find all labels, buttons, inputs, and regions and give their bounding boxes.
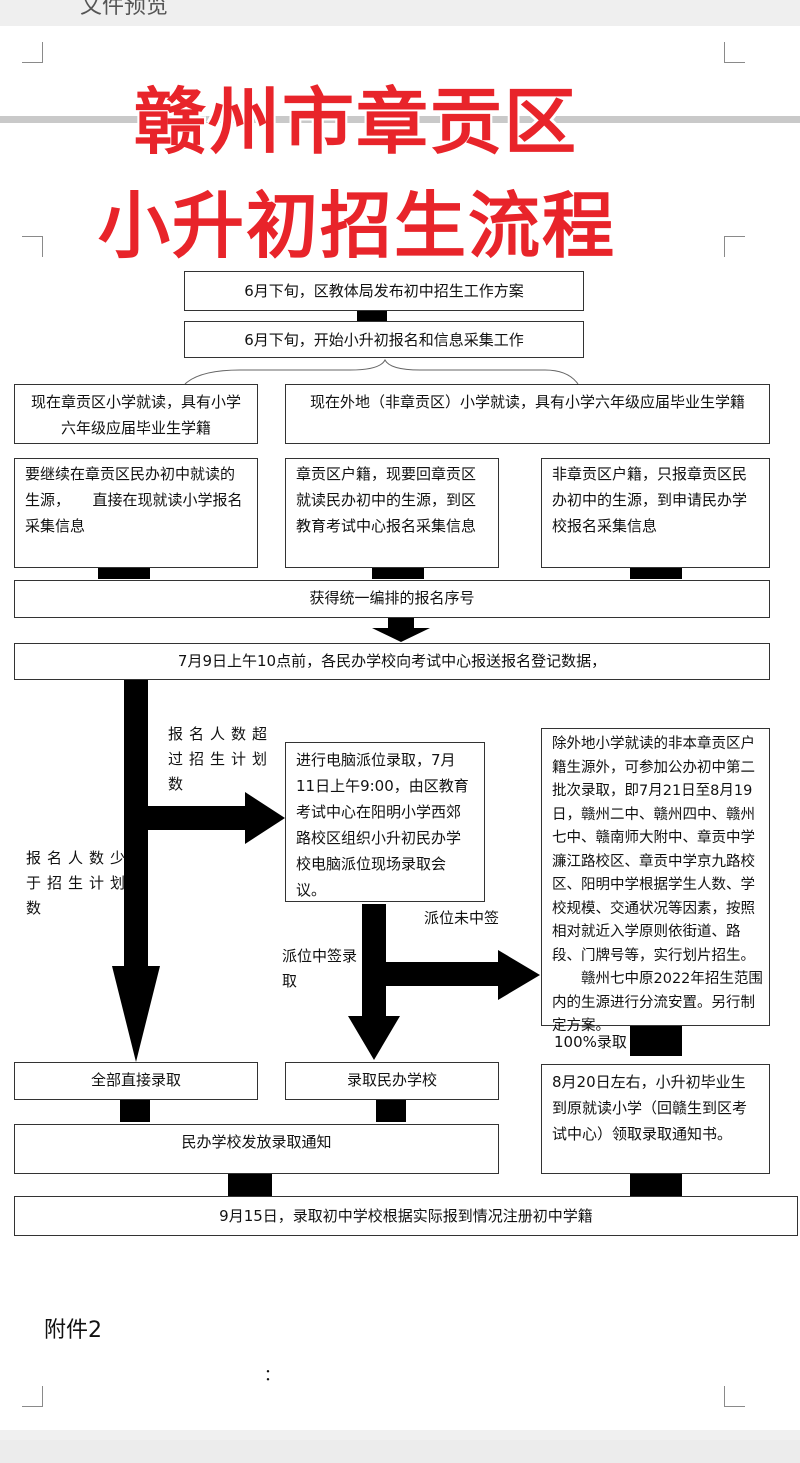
sub-b-box: 章贡区户籍，现要回章贡区就读民办初中的生源，到区教育考试中心报名采集信息 [285,458,499,568]
arrow-private-notice [376,1100,406,1122]
arrow-under-plan [112,680,160,1062]
branch-outside-box: 现在外地（非章贡区）小学就读，具有小学六年级应届毕业生学籍 [285,384,770,444]
corner-mark [724,42,745,63]
second-batch-box: 除外地小学就读的非本章贡区户籍生源外，可参加公办初中第二批次录取，即7月21日至… [541,728,770,1034]
arrow-c-serial [630,568,682,579]
arrow-all-notice [120,1100,150,1122]
admit-private-box: 录取民办学校 [285,1062,499,1100]
all-admit-box: 全部直接录取 [14,1062,258,1100]
bottom-bar [0,1440,800,1463]
notice-public-box: 8月20日左右，小升初毕业生到原就读小学（回赣生到区考试中心）领取录取通知书。 [541,1064,770,1174]
arrow-serial-report-head [372,628,430,642]
second-batch-note: 赣州七中原2022年招生范围内的生源进行分流安置。另行制定方案。 [552,971,763,1034]
label-full-admit: 100%录取 [554,1033,627,1051]
arrow-over-plan [148,792,285,844]
brace-connector [184,358,579,385]
arrow-step1-step2 [357,310,387,322]
stray-mark: ： [264,1365,281,1384]
sub-a-box: 要继续在章贡区民办初中就读的生源， 直接在现就读小学报名采集信息 [14,458,258,568]
page-divider [0,116,800,123]
report-box: 7月9日上午10点前，各民办学校向考试中心报送报名登记数据， [14,643,770,680]
arrow-win [348,904,400,1060]
label-lose: 派位未中签 [424,909,500,927]
label-over-plan: 报名人数超过招生计划数 [168,725,274,793]
serial-box: 获得统一编排的报名序号 [14,580,770,618]
arrow-b-serial [372,568,424,579]
corner-mark [724,1386,745,1407]
top-bar: 文件预览 [0,0,800,26]
corner-mark [22,236,43,257]
doc-title-line2: 小升初招生流程 [98,184,617,268]
lottery-box: 进行电脑派位录取，7月11日上午9:00，由区教育考试中心在阳明小学西郊路校区组… [285,742,485,902]
step2-box: 6月下旬，开始小升初报名和信息采集工作 [184,321,584,358]
label-under-plan: 报名人数少于招生计划数 [26,849,132,917]
notice-box: 民办学校发放录取通知 [14,1124,499,1174]
arrow-notice-final-left [228,1174,272,1196]
step1-box: 6月下旬，区教体局发布初中招生工作方案 [184,271,584,311]
second-batch-text: 除外地小学就读的非本章贡区户籍生源外，可参加公办初中第二批次录取，即7月21日至… [552,736,755,964]
final-box: 9月15日，录取初中学校根据实际报到情况注册初中学籍 [14,1196,798,1236]
arrow-second-full [630,1026,682,1056]
label-win: 派位中签录取 [282,947,358,990]
arrow-serial-report-stem [388,618,414,628]
corner-mark [22,42,43,63]
arrow-lose [386,950,540,1000]
arrow-notice-final-right [630,1174,682,1196]
corner-mark [22,1386,43,1407]
branch-local-box: 现在章贡区小学就读，具有小学六年级应届毕业生学籍 [14,384,258,444]
corner-mark [724,236,745,257]
sub-c-box: 非章贡区户籍，只报章贡区民办初中的生源，到申请民办学校报名采集信息 [541,458,770,568]
app-title: 文件预览 [80,0,169,19]
attachment-label: 附件2 [44,1318,102,1343]
doc-title-line1: 赣州市章贡区 [134,80,579,164]
arrow-a-serial [98,568,150,579]
